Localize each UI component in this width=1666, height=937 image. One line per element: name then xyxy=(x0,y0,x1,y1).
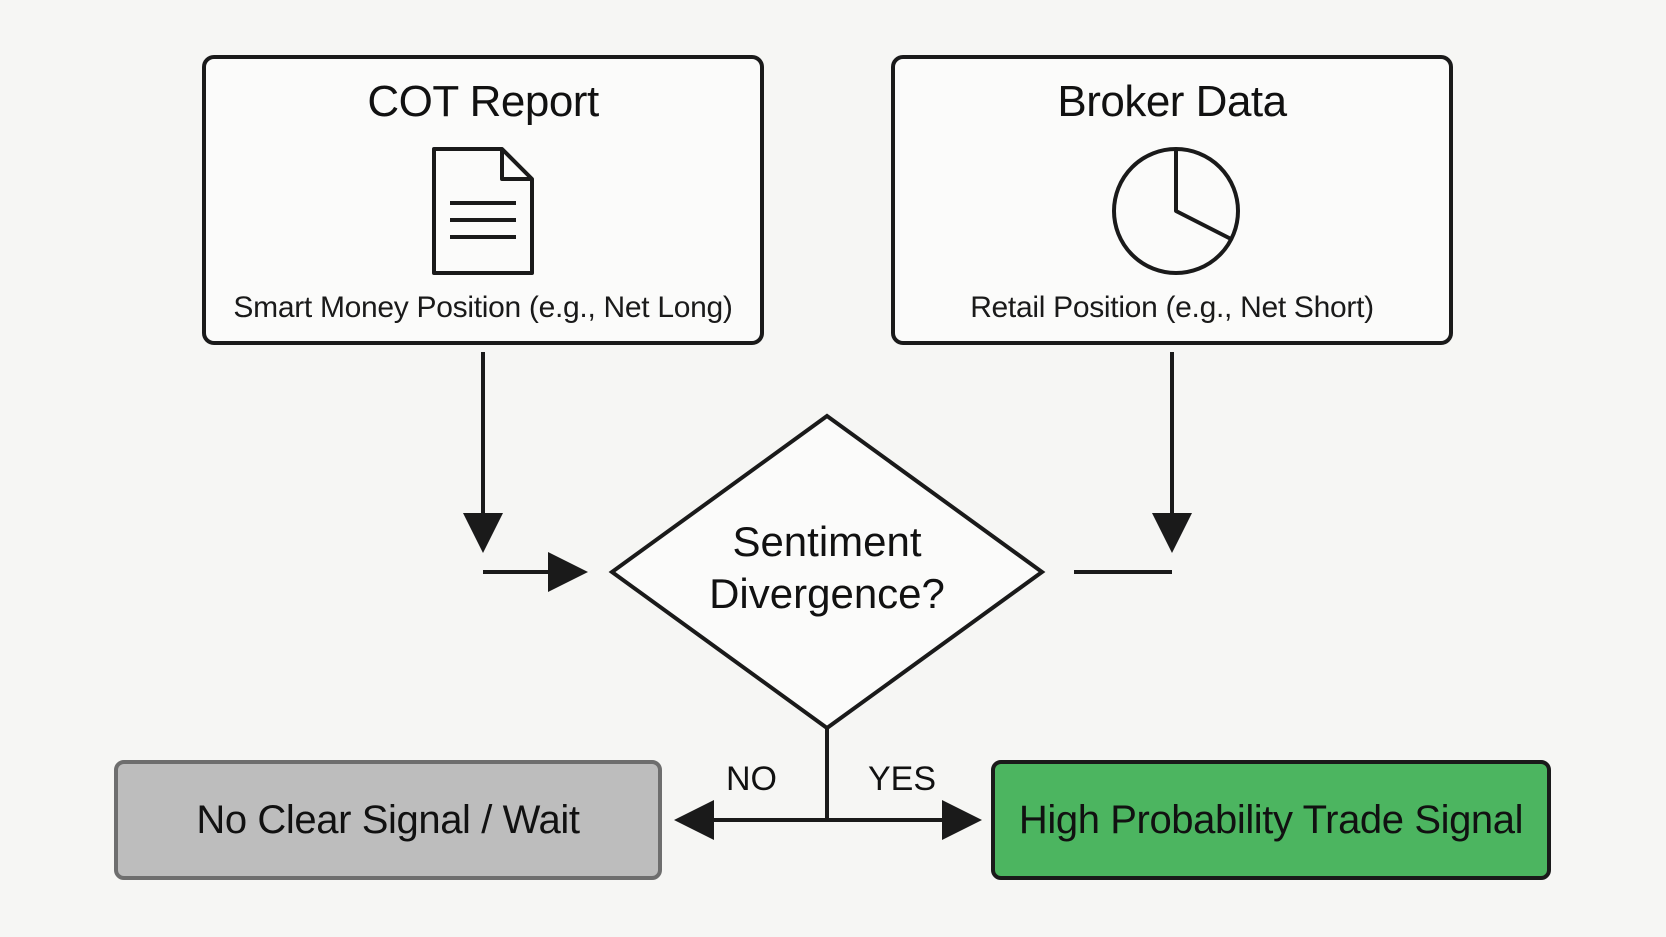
decision-label-line1: Sentiment xyxy=(732,518,922,565)
decision-label: Sentiment Divergence? xyxy=(612,516,1042,620)
pie-chart-icon xyxy=(1112,147,1240,275)
cot-report-box: COT Report Smart Money Position (e.g., N… xyxy=(202,55,764,345)
no-clear-signal-box: No Clear Signal / Wait xyxy=(114,760,662,880)
trade-signal-box: High Probability Trade Signal xyxy=(991,760,1551,880)
branch-label-yes: YES xyxy=(868,760,937,798)
broker-data-caption: Retail Position (e.g., Net Short) xyxy=(970,291,1374,324)
broker-data-box: Broker Data Retail Position (e.g., Net S… xyxy=(891,55,1453,345)
cot-report-title: COT Report xyxy=(367,77,599,126)
decision-label-line2: Divergence? xyxy=(709,570,945,617)
cot-report-caption: Smart Money Position (e.g., Net Long) xyxy=(233,291,733,324)
broker-data-title: Broker Data xyxy=(1057,77,1287,126)
branch-label-no: NO xyxy=(726,760,777,798)
document-icon xyxy=(432,147,534,275)
